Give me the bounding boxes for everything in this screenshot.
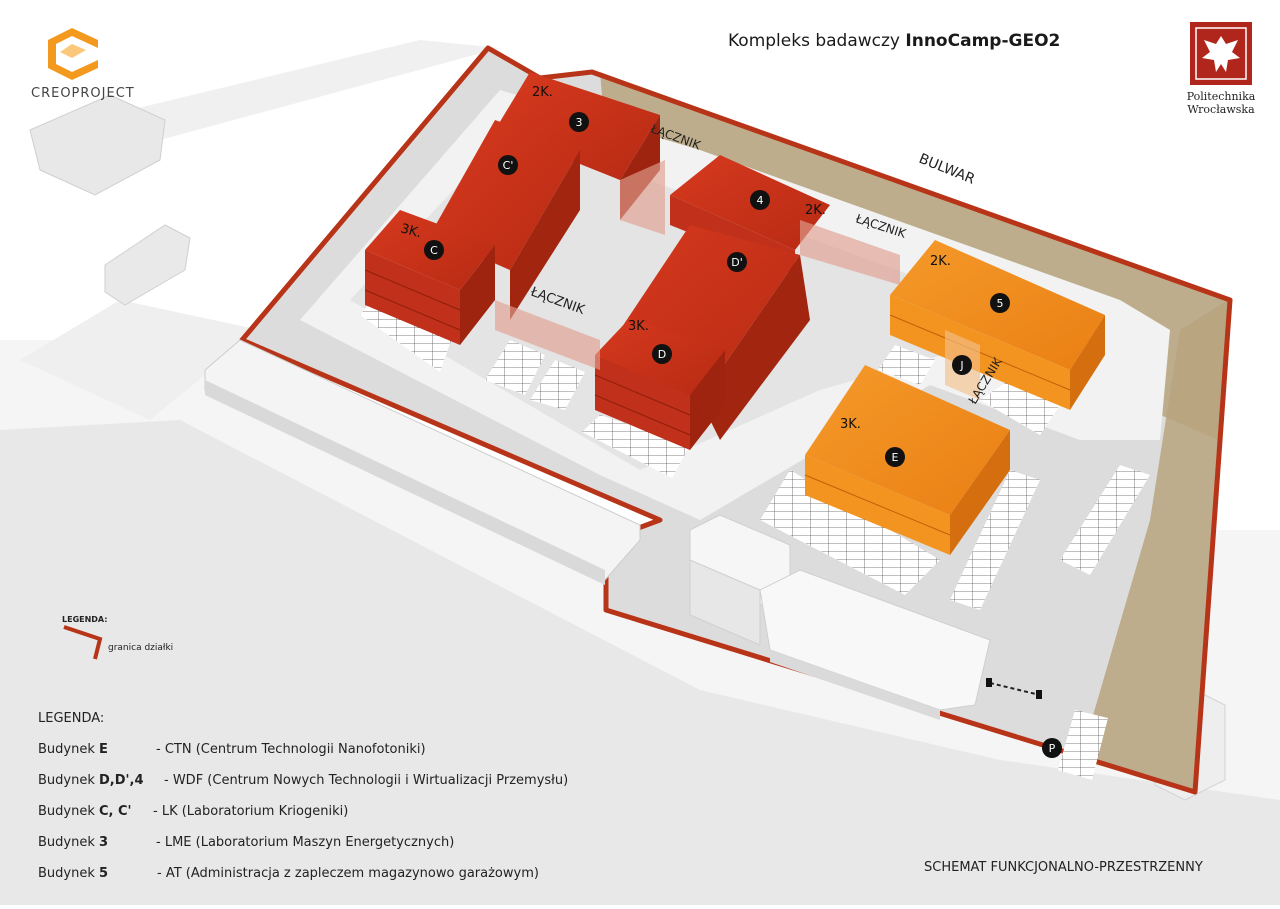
floor-label-bd: 3K. (628, 319, 649, 334)
title-name: InnoCamp-GEO2 (905, 31, 1061, 51)
legend-prefix: Budynek (38, 742, 100, 757)
legend-desc: - CTN (Centrum Technologii Nanofotoniki) (156, 742, 426, 757)
parking-8 (980, 380, 1060, 435)
small-legend-item: granica działki (108, 643, 174, 653)
pwr-line-1: Politechnika (1186, 90, 1256, 103)
building-4 (670, 155, 830, 250)
svg-text:C': C' (503, 159, 514, 172)
legend-row-3: Budynek 3 - LME (Laboratorium Maszyn Ene… (38, 835, 454, 850)
legend-desc: - LK (Laboratorium Kriogeniki) (153, 804, 349, 819)
legend-prefix: Budynek (38, 804, 100, 819)
schema-caption: SCHEMAT FUNKCJONALNO-PRZESTRZENNY (924, 860, 1203, 875)
legend-row-d: Budynek D,D',4 - WDF (Centrum Nowych Tec… (38, 773, 568, 788)
small-legend-title: LEGENDA: (62, 615, 108, 624)
legend-prefix: Budynek (38, 835, 100, 850)
legend-id: D,D',4 (99, 773, 144, 788)
creoproject-logo-icon (48, 28, 98, 80)
marker-c: C (424, 240, 444, 260)
parking-4 (582, 415, 690, 478)
svg-text:5: 5 (997, 297, 1004, 310)
building-c-prime (430, 120, 580, 270)
parking-9 (878, 345, 935, 385)
svg-text:P: P (1049, 742, 1056, 755)
building-markers: 3 C' C 4 D' D 5 J E P (424, 112, 1062, 758)
legend-id: E (99, 742, 108, 757)
floor-label-be: 3K. (840, 417, 861, 432)
floor-label-b3: 2K. (532, 85, 553, 100)
parking-10 (1058, 710, 1108, 780)
page-title: Kompleks badawczy InnoCamp-GEO2 (728, 31, 1060, 51)
street-label: BULWAR (917, 151, 978, 188)
floor-label-b4: 2K. (805, 203, 826, 218)
pwr-eagle-icon (1190, 22, 1252, 85)
building-e (805, 365, 1010, 515)
svg-text:4: 4 (757, 194, 764, 207)
marker-c-prime: C' (498, 155, 518, 175)
svg-text:C: C (430, 244, 438, 257)
marker-3: 3 (569, 112, 589, 132)
parking-6 (950, 470, 1040, 610)
marker-5: 5 (990, 293, 1010, 313)
marker-e: E (885, 447, 905, 467)
legend-id: C, C' (99, 804, 132, 819)
svg-text:D: D (658, 348, 666, 361)
pwr-logo-text: Politechnika Wrocławska (1178, 90, 1264, 116)
legend-row-e: Budynek E - CTN (Centrum Technologii Nan… (38, 742, 426, 757)
svg-text:3: 3 (576, 116, 583, 129)
legend-row-5: Budynek 5 - AT (Administracja z zaplecze… (38, 866, 539, 881)
floor-label-b5: 2K. (930, 254, 951, 269)
svg-text:D': D' (731, 256, 743, 269)
legend-id: 5 (99, 866, 109, 881)
svg-text:J: J (959, 359, 963, 372)
svg-text:E: E (892, 451, 899, 464)
gate (986, 678, 1042, 699)
parking-2 (485, 340, 545, 395)
legend-row-c: Budynek C, C' - LK (Laboratorium Kriogen… (38, 804, 348, 819)
legend-desc: - AT (Administracja z zapleczem magazyno… (157, 866, 539, 881)
buildings-red (364, 72, 830, 450)
legend-title: LEGENDA: (38, 711, 105, 726)
legend-desc: - LME (Laboratorium Maszyn Energetycznyc… (156, 835, 455, 850)
floor-label-bc: 3K. (399, 221, 423, 241)
existing-buildings (204, 339, 991, 720)
legend-desc: - WDF (Centrum Nowych Technologii i Wirt… (164, 773, 569, 788)
legend-prefix: Budynek (38, 866, 100, 881)
parking-areas (360, 285, 1150, 780)
parking-7 (1060, 465, 1150, 575)
marker-d-prime: D' (727, 252, 747, 272)
parking-3 (530, 360, 585, 410)
legend-id: 3 (99, 835, 109, 850)
marker-d: D (652, 344, 672, 364)
legend-prefix: Budynek (38, 773, 100, 788)
pwr-line-2: Wrocławska (1187, 103, 1255, 116)
title-prefix: Kompleks badawczy (728, 31, 906, 51)
plot-boundary-swatch (63, 625, 103, 660)
parking-5 (760, 470, 940, 595)
creoproject-logo-text: CREOPROJECT (31, 86, 135, 101)
marker-4: 4 (750, 190, 770, 210)
marker-p: P (1042, 738, 1062, 758)
marker-j: J (952, 355, 972, 375)
